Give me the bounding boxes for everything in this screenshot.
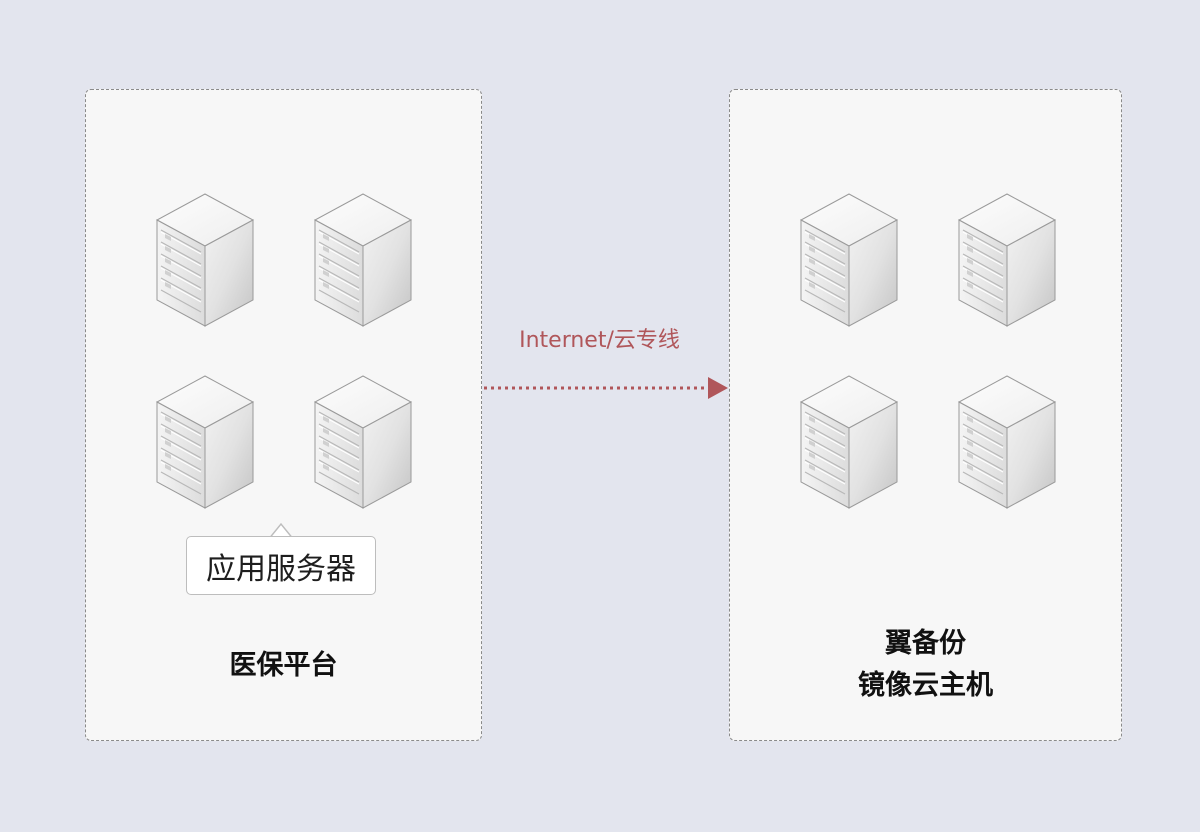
source-panel-title: 医保平台	[229, 650, 338, 681]
app-server-tooltip: 应用服务器	[186, 536, 376, 595]
target-panel-title-line2: 镜像云主机	[858, 670, 993, 701]
server-icon	[957, 193, 1057, 327]
connection-arrow	[482, 374, 732, 402]
server-icon	[957, 375, 1057, 509]
server-icon	[313, 375, 413, 509]
server-icon	[313, 193, 413, 327]
source-panel	[85, 89, 482, 741]
target-panel-title-line1: 翼备份	[885, 628, 966, 659]
server-icon	[155, 375, 255, 509]
server-icon	[799, 375, 899, 509]
connection-label: Internet/云专线	[519, 328, 680, 353]
target-panel	[729, 89, 1122, 741]
server-icon	[155, 193, 255, 327]
server-icon	[799, 193, 899, 327]
